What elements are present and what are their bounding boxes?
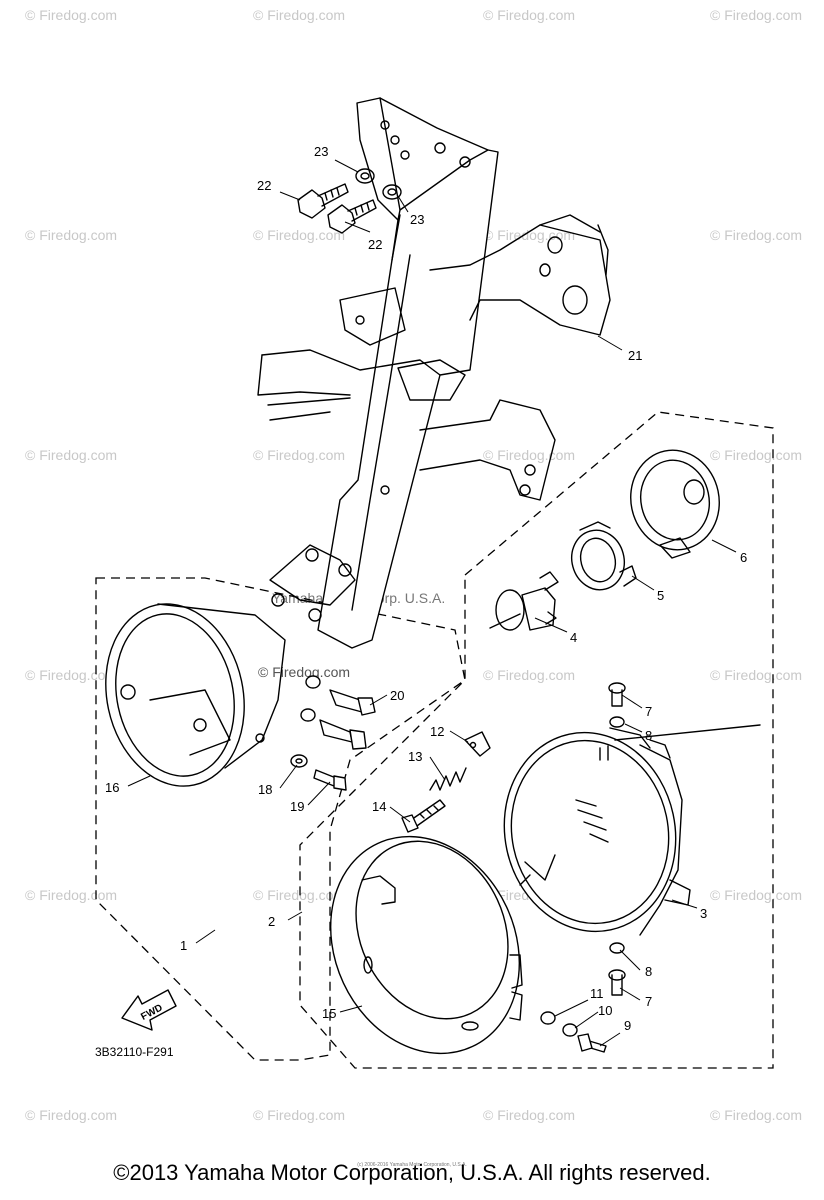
lens-pattern (575, 799, 609, 843)
copyright-notice: ©2013 Yamaha Motor Corporation, U.S.A. A… (113, 1160, 711, 1185)
watermark: © Firedog.com (483, 1107, 575, 1123)
group-outlines (95, 411, 774, 1069)
leader-lines (127, 159, 737, 1047)
watermark-layer: © Firedog.com © Firedog.com © Firedog.co… (25, 7, 802, 1123)
callout-9: 9 (624, 1018, 631, 1033)
bolt-22-upper (297, 183, 349, 219)
washer-8-lower (609, 942, 625, 954)
callout-4: 4 (570, 630, 577, 645)
callout-19: 19 (290, 799, 304, 814)
fine-print: (c) 2006-2016 Yamaha Motor Corporation, … (357, 1162, 467, 1168)
washer-23-lower-hole (387, 188, 397, 196)
watermark: © Firedog.com (710, 887, 802, 903)
callout-8: 8 (645, 964, 652, 979)
callout-8: 8 (645, 728, 652, 743)
watermark: © Firedog.com (253, 7, 345, 23)
callout-6: 6 (740, 550, 747, 565)
bolt-9 (577, 1033, 607, 1053)
assembly-outline-2 (299, 411, 774, 1069)
diagram-code: 3B32110-F291 (95, 1045, 174, 1059)
watermark: © Firedog.com (253, 887, 345, 903)
washer-23-lower (382, 184, 402, 200)
bolt-22-lower (327, 199, 377, 234)
headlight-rim-15 (329, 835, 523, 1055)
spring-13 (429, 767, 467, 791)
callout-20: 20 (390, 688, 404, 703)
callout-23: 23 (314, 144, 328, 159)
watermark: © Firedog.com (25, 887, 117, 903)
screw-7-lower (608, 969, 626, 996)
callout-22: 22 (368, 237, 382, 252)
callout-22: 22 (257, 178, 271, 193)
watermark: © Firedog.com (710, 447, 802, 463)
washer-11 (540, 1011, 556, 1025)
watermark: © Firedog.com (25, 7, 117, 23)
callout-7: 7 (645, 704, 652, 719)
headlight-stay-21 (257, 97, 611, 649)
collar-18 (290, 754, 308, 768)
callout-15: 15 (322, 1006, 336, 1021)
watermark: © Firedog.com (253, 447, 345, 463)
callout-7: 7 (645, 994, 652, 1009)
callout-21: 21 (628, 348, 642, 363)
callout-23: 23 (410, 212, 424, 227)
watermark: © Firedog.com (483, 667, 575, 683)
callout-16: 16 (105, 780, 119, 795)
callout-1: 1 (180, 938, 187, 953)
watermark: © Firedog.com (710, 667, 802, 683)
bracket-12 (464, 731, 491, 757)
watermark: © Firedog.com (483, 7, 575, 23)
headlight-housing-16 (105, 603, 286, 787)
callout-18: 18 (258, 782, 272, 797)
bulb-cover-6 (630, 449, 720, 559)
washer-23-upper (355, 168, 375, 184)
watermark: © Firedog.com (483, 227, 575, 243)
watermark: © Firedog.com (710, 227, 802, 243)
watermark: © Firedog.com (710, 7, 802, 23)
watermark: © Firedog.com (253, 227, 345, 243)
watermark: © Firedog.com (483, 447, 575, 463)
bolt-19 (313, 769, 347, 791)
callout-3: 3 (700, 906, 707, 921)
watermark: © Firedog.com (25, 227, 117, 243)
bolt-20-pair (300, 675, 376, 750)
bulb-4 (489, 571, 559, 631)
callout-11: 11 (590, 986, 604, 1001)
callout-12: 12 (430, 724, 444, 739)
part-callouts: 23 23 22 22 21 6 5 4 7 8 20 12 13 14 16 … (105, 144, 747, 1033)
watermark: © Firedog.com (253, 1107, 345, 1123)
watermark: © Firedog.com (710, 1107, 802, 1123)
retainer-ring-5 (571, 521, 637, 591)
watermark: © Firedog.com (258, 664, 350, 680)
washer-23-upper-hole (360, 172, 370, 180)
watermark: © Firedog.com (25, 447, 117, 463)
washer-10 (562, 1023, 578, 1037)
callout-10: 10 (598, 1003, 612, 1018)
watermark: © Firedog.com (25, 667, 117, 683)
callout-2: 2 (268, 914, 275, 929)
headlight-unit-3 (503, 724, 761, 936)
callout-14: 14 (372, 799, 386, 814)
callout-13: 13 (408, 749, 422, 764)
screw-14 (401, 799, 446, 833)
watermark: © Firedog.com (25, 1107, 117, 1123)
fwd-arrow-icon: FWD (121, 989, 177, 1031)
screw-7-upper (608, 682, 626, 707)
callout-5: 5 (657, 588, 664, 603)
washer-8-upper (609, 716, 625, 728)
